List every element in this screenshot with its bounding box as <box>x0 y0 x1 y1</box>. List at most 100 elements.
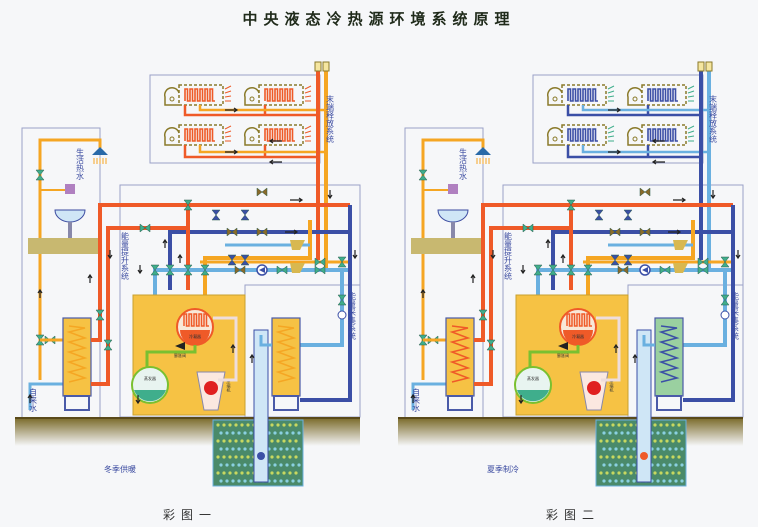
fan-icon <box>169 96 175 102</box>
valve-icon <box>337 294 347 306</box>
aquifer-gravel <box>273 463 277 467</box>
aquifer-gravel <box>288 471 292 475</box>
shower-icon <box>475 147 491 155</box>
flow-arrow-icon <box>420 288 426 298</box>
aquifer-gravel <box>228 423 232 427</box>
flow-arrow-icon <box>410 393 416 403</box>
aquifer-gravel <box>297 463 301 467</box>
aquifer-gravel <box>279 447 283 451</box>
tank-coil <box>449 325 471 383</box>
aquifer-gravel <box>656 431 660 435</box>
coil <box>184 88 215 102</box>
flow-arrow-icon <box>162 238 168 248</box>
aquifer-gravel <box>680 431 684 435</box>
aquifer-gravel <box>674 447 678 451</box>
expansion-valve-icon <box>175 342 185 350</box>
aquifer-gravel <box>665 439 669 443</box>
fan-coil-unit <box>243 84 312 106</box>
aquifer-gravel <box>294 471 298 475</box>
coil <box>184 128 215 142</box>
figure-1: 生活热水自来水能量提升系统末端释放系统能量采集系统冷凝器膨胀阀蒸发器压缩机冬季供… <box>15 61 361 522</box>
coil <box>647 128 678 142</box>
aquifer-gravel <box>626 463 630 467</box>
aquifer-gravel <box>240 423 244 427</box>
aquifer-gravel <box>614 447 618 451</box>
aquifer-gravel <box>216 439 220 443</box>
aquifer-gravel <box>653 423 657 427</box>
flow-arrow-icon <box>613 343 619 353</box>
sink-icon <box>437 209 469 223</box>
pipe <box>566 145 701 159</box>
aquifer-gravel <box>234 471 238 475</box>
flow-arrow-icon <box>710 190 716 200</box>
valve-icon <box>256 227 268 237</box>
fan-icon <box>243 127 260 146</box>
aquifer-gravel <box>228 471 232 475</box>
aquifer-gravel <box>294 423 298 427</box>
flow-arrow-icon <box>608 149 622 155</box>
aquifer-gravel <box>291 447 295 451</box>
aquifer-gravel <box>680 447 684 451</box>
valve-icon <box>623 209 633 221</box>
aquifer-gravel <box>246 455 250 459</box>
air-vent-icon <box>322 61 330 72</box>
aquifer-gravel <box>270 455 274 459</box>
valve-icon <box>35 169 45 181</box>
aquifer-gravel <box>243 479 247 483</box>
valve-icon <box>226 227 238 237</box>
pipe <box>203 220 312 300</box>
tap-water-label: 自来水 <box>412 387 421 412</box>
sink-ground <box>28 238 98 254</box>
aquifer-gravel <box>602 479 606 483</box>
pipe <box>183 145 318 159</box>
flow-arrow-icon <box>135 395 141 405</box>
aquifer-gravel <box>228 455 232 459</box>
aquifer-gravel <box>629 423 633 427</box>
pipe <box>528 345 580 380</box>
aquifer-gravel <box>665 455 669 459</box>
aquifer-gravel <box>623 439 627 443</box>
sink-stand <box>451 222 455 238</box>
condenser-liquid <box>180 330 210 345</box>
fan-icon <box>163 87 180 106</box>
aquifer-gravel <box>231 431 235 435</box>
energy-collect-label: 能量采集系统 <box>348 291 357 341</box>
aquifer-gravel <box>677 423 681 427</box>
valve-icon <box>234 265 246 275</box>
figure-caption: 彩图二 <box>546 508 600 522</box>
aquifer-gravel <box>614 463 618 467</box>
well-pump-icon <box>640 452 648 460</box>
aquifer-gravel <box>225 431 229 435</box>
aquifer-gravel <box>605 471 609 475</box>
aquifer-gravel <box>611 439 615 443</box>
valve-icon <box>594 209 604 221</box>
aquifer-gravel <box>671 423 675 427</box>
cool-wave-icon <box>607 125 615 130</box>
flow-arrow-icon <box>230 343 236 353</box>
aquifer-gravel <box>294 439 298 443</box>
evaporator-liquid <box>134 390 166 402</box>
valve-icon <box>610 254 620 266</box>
expansion-valve-icon <box>558 342 568 350</box>
aquifer-gravel <box>617 423 621 427</box>
compressor-label: 压缩机 <box>610 380 615 393</box>
aquifer-gravel <box>249 479 253 483</box>
pipe <box>300 270 344 347</box>
aquifer-gravel <box>626 447 630 451</box>
aquifer-gravel <box>680 479 684 483</box>
valve-icon <box>548 264 558 276</box>
aquifer-gravel <box>240 439 244 443</box>
aquifer-gravel <box>294 455 298 459</box>
aquifer-gravel <box>629 455 633 459</box>
aquifer-gravel <box>599 455 603 459</box>
fan-coil-casing <box>641 124 687 146</box>
cool-wave-icon <box>607 85 615 90</box>
pipe <box>91 203 190 342</box>
valve-icon <box>95 309 105 321</box>
valve-icon <box>183 264 193 276</box>
valve-icon <box>486 339 496 351</box>
aquifer-gravel <box>237 431 241 435</box>
air-vent-icon <box>314 61 322 72</box>
fan-icon <box>163 127 180 146</box>
flow-arrow-icon <box>107 250 113 260</box>
